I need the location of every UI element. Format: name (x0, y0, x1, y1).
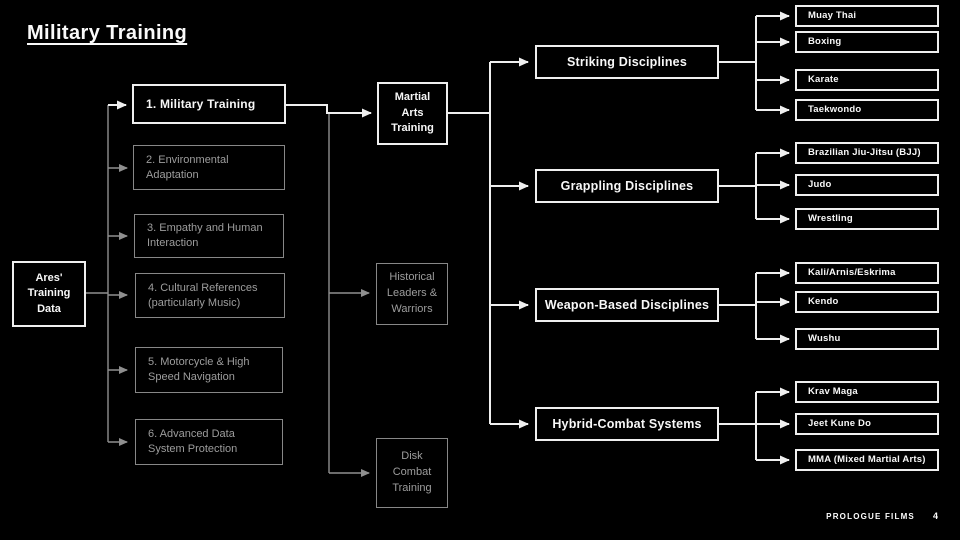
node-label: Kendo (808, 295, 839, 307)
node-label: Brazilian Jiu-Jitsu (BJJ) (808, 146, 921, 158)
node-karate: Karate (795, 69, 939, 91)
node-ares-training-data: Ares' Training Data (12, 261, 86, 327)
node-label: 4. Cultural References (particularly Mus… (148, 281, 258, 309)
page-title: Military Training (27, 22, 188, 44)
node-label: Ares' Training Data (27, 271, 71, 315)
node-data-system-protection: 6. Advanced Data System Protection (135, 419, 283, 465)
node-label: Disk Combat Training (392, 450, 432, 494)
node-environmental-adaptation: 2. Environmental Adaptation (133, 145, 285, 190)
node-label: 1. Military Training (146, 96, 256, 111)
node-label: Taekwondo (808, 103, 862, 115)
slide-footer: PROLOGUE FILMS 4 (826, 511, 938, 521)
node-judo: Judo (795, 174, 939, 196)
node-brazilian-jiu-jitsu: Brazilian Jiu-Jitsu (BJJ) (795, 142, 939, 164)
node-label: Judo (808, 178, 832, 190)
node-label: Kali/Arnis/Eskrima (808, 266, 896, 278)
node-label: Karate (808, 73, 839, 85)
node-label: Historical Leaders & Warriors (386, 271, 438, 315)
node-label: 6. Advanced Data System Protection (148, 428, 238, 455)
node-wushu: Wushu (795, 328, 939, 350)
node-motorcycle-navigation: 5. Motorcycle & High Speed Navigation (135, 347, 283, 393)
node-martial-arts-training: Martial Arts Training (377, 82, 448, 145)
node-krav-maga: Krav Maga (795, 381, 939, 403)
node-weapon-based-disciplines: Weapon-Based Disciplines (535, 288, 719, 322)
node-label: Striking Disciplines (566, 54, 687, 69)
brand-label: PROLOGUE FILMS (826, 511, 915, 521)
node-label: Martial Arts Training (391, 90, 434, 135)
node-label: Jeet Kune Do (808, 417, 872, 429)
node-boxing: Boxing (795, 31, 939, 53)
node-cultural-references: 4. Cultural References (particularly Mus… (135, 273, 285, 318)
node-kendo: Kendo (795, 291, 939, 313)
node-grappling-disciplines: Grappling Disciplines (535, 169, 719, 203)
node-label: 2. Environmental Adaptation (146, 153, 229, 181)
node-mma: MMA (Mixed Martial Arts) (795, 449, 939, 471)
node-label: Muay Thai (808, 9, 857, 21)
node-jeet-kune-do: Jeet Kune Do (795, 413, 939, 435)
node-label: Hybrid-Combat Systems (552, 416, 702, 431)
node-kali-arnis-eskrima: Kali/Arnis/Eskrima (795, 262, 939, 284)
node-striking-disciplines: Striking Disciplines (535, 45, 719, 79)
node-disk-combat-training: Disk Combat Training (376, 438, 448, 508)
node-label: Wrestling (808, 212, 853, 224)
node-label: Grappling Disciplines (560, 178, 694, 193)
node-label: MMA (Mixed Martial Arts) (808, 453, 926, 465)
node-label: Boxing (808, 35, 842, 47)
node-taekwondo: Taekwondo (795, 99, 939, 121)
node-wrestling: Wrestling (795, 208, 939, 230)
node-hybrid-combat-systems: Hybrid-Combat Systems (535, 407, 719, 441)
node-label: Weapon-Based Disciplines (544, 297, 710, 312)
node-label: 5. Motorcycle & High Speed Navigation (148, 356, 250, 383)
node-label: Wushu (808, 332, 841, 344)
node-historical-leaders-warriors: Historical Leaders & Warriors (376, 263, 448, 325)
page-number: 4 (932, 511, 938, 521)
node-label: 3. Empathy and Human Interaction (147, 222, 263, 249)
node-empathy-human-interaction: 3. Empathy and Human Interaction (134, 214, 284, 258)
node-muay-thai: Muay Thai (795, 5, 939, 27)
node-military-training: 1. Military Training (132, 84, 286, 124)
node-label: Krav Maga (808, 385, 858, 397)
